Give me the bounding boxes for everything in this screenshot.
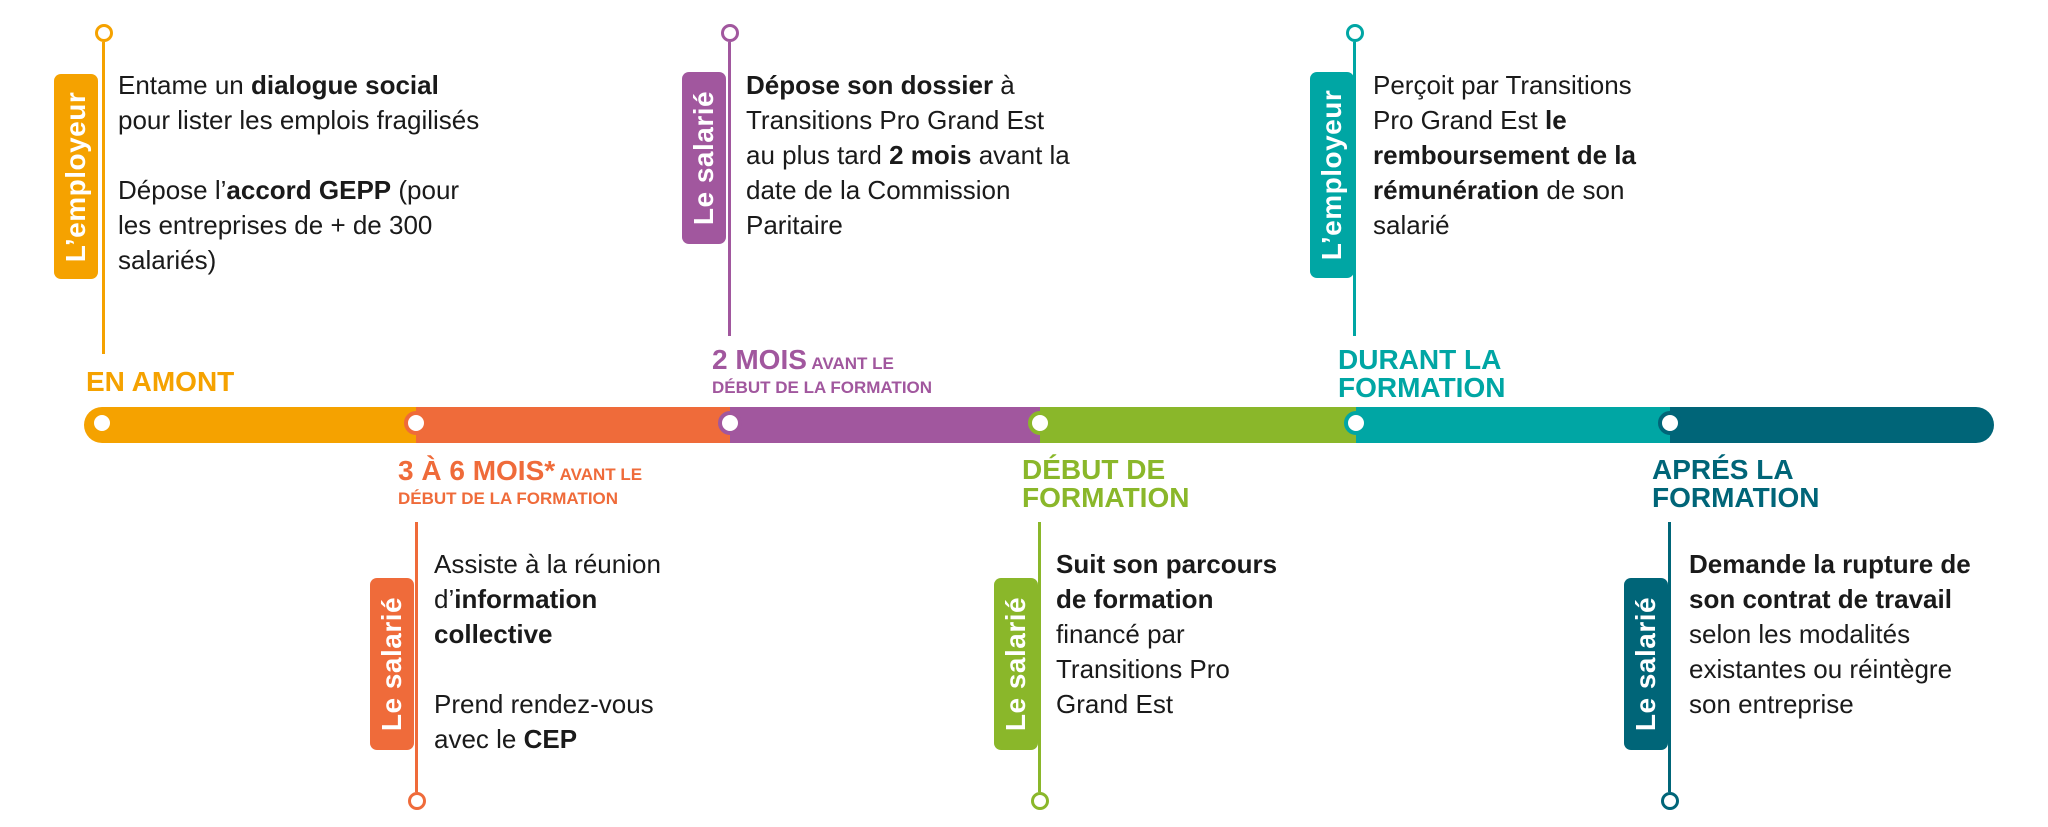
pin-line [728, 42, 731, 336]
node-3-6-mois [404, 411, 428, 435]
pin-head [1346, 24, 1364, 42]
bar-segment-amont [102, 407, 416, 443]
node-2-mois [718, 411, 742, 435]
pin-head [721, 24, 739, 42]
stage-label-debut: DÉBUT DE FORMATION [1022, 454, 1190, 513]
pin-line [1668, 522, 1671, 792]
card-text: Dépose son dossier à Transitions Pro Gra… [746, 70, 1070, 240]
actor-tag: Le salarié [1624, 578, 1668, 750]
pin-line [415, 522, 418, 792]
actor-tag: L’employeur [1310, 72, 1354, 278]
actor-tag: Le salarié [370, 578, 414, 750]
stage-label-3-6-mois: 3 À 6 MOIS* AVANT LE DÉBUT DE LA FORMATI… [398, 455, 643, 508]
pin-line [1038, 522, 1041, 792]
actor-tag: Le salarié [994, 578, 1038, 750]
stage-label-apres: APRÉS LA FORMATION [1652, 454, 1820, 513]
node-durant [1344, 411, 1368, 435]
node-amont [90, 411, 114, 435]
node-apres [1658, 411, 1682, 435]
actor-tag: L’employeur [54, 74, 98, 279]
pin-head [95, 24, 113, 42]
pin-line [1353, 42, 1356, 336]
card-text: Suit son parcours de formation financé p… [1056, 549, 1278, 719]
bar-segment-3-6-mois [416, 407, 730, 443]
bar-segment-2-mois [730, 407, 1040, 443]
card-text: Assiste à la réunion d’information colle… [434, 549, 661, 754]
stage-label-amont: EN AMONT [86, 366, 235, 397]
card-text: Entame un dialogue social pour lister le… [118, 70, 480, 275]
node-debut [1028, 411, 1052, 435]
pin-line [102, 42, 105, 354]
bar-segment-durant [1356, 407, 1670, 443]
actor-tag: Le salarié [682, 72, 726, 244]
bar-segment-apres [1670, 407, 1976, 443]
stage-label-2-mois: 2 MOIS AVANT LE DÉBUT DE LA FORMATION [712, 344, 933, 397]
pin-head [1661, 792, 1679, 810]
card-text: Perçoit par Transitions Pro Grand Est le… [1373, 70, 1636, 240]
pin-head [1031, 792, 1049, 810]
bar-segment-debut [1040, 407, 1356, 443]
stage-label-durant: DURANT LA FORMATION [1338, 344, 1506, 403]
bar-end-cap [1958, 407, 1994, 443]
pin-head [408, 792, 426, 810]
card-text: Demande la rupture de son contrat de tra… [1689, 549, 1971, 719]
